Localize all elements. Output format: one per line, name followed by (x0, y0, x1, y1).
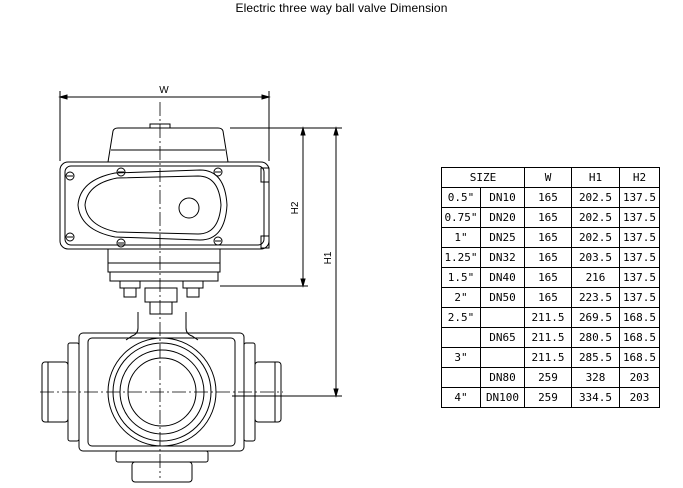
w-cell: 211.5 (524, 307, 572, 328)
h2-cell: 137.5 (619, 227, 660, 248)
valve-neck (125, 312, 199, 341)
size-cell: 2.5" (441, 307, 481, 328)
size-cell (441, 327, 481, 348)
table-header-row: SIZE W H1 H2 (441, 167, 660, 188)
h1-dimension (232, 126, 342, 398)
h2-dimension (220, 126, 308, 288)
size-cell: 3" (441, 347, 481, 368)
actuator-body (59, 161, 270, 250)
w-cell: 211.5 (524, 347, 572, 368)
h1-cell: 216 (571, 267, 620, 288)
h1-cell: 202.5 (571, 227, 620, 248)
h2-cell: 137.5 (619, 207, 660, 228)
h2-cell: 137.5 (619, 187, 660, 208)
header-size: SIZE (441, 167, 525, 188)
h1-cell: 202.5 (571, 207, 620, 228)
h2-cell: 168.5 (619, 327, 660, 348)
dn-cell (480, 347, 525, 368)
h2-cell: 137.5 (619, 247, 660, 268)
size-cell: 4" (441, 387, 481, 408)
dn-cell: DN50 (480, 287, 525, 308)
w-cell: 211.5 (524, 327, 572, 348)
h1-cell: 328 (571, 367, 620, 388)
h1-cell: 280.5 (571, 327, 620, 348)
actuator-top (107, 123, 229, 163)
w-cell: 259 (524, 367, 572, 388)
size-cell: 1.25" (441, 247, 481, 268)
h1-cell: 223.5 (571, 287, 620, 308)
h2-cell: 137.5 (619, 287, 660, 308)
w-label: W (159, 85, 169, 96)
header-h2: H2 (619, 167, 660, 188)
w-cell: 259 (524, 387, 572, 408)
size-cell: 0.75" (441, 207, 481, 228)
h1-cell: 203.5 (571, 247, 620, 268)
dn-cell: DN20 (480, 207, 525, 228)
page-title: Electric three way ball valve Dimension (235, 1, 448, 15)
valve-body (41, 332, 282, 483)
h1-cell: 285.5 (571, 347, 620, 368)
w-cell: 165 (524, 287, 572, 308)
h1-cell: 202.5 (571, 187, 620, 208)
dn-cell: DN32 (480, 247, 525, 268)
w-cell: 165 (524, 267, 572, 288)
size-cell: 0.5" (441, 187, 481, 208)
h2-cell: 137.5 (619, 267, 660, 288)
h2-cell: 203 (619, 387, 660, 408)
h2-label: H2 (290, 201, 301, 214)
h1-label: H1 (323, 251, 334, 264)
header-h1: H1 (571, 167, 620, 188)
dn-cell: DN80 (480, 367, 525, 388)
w-cell: 165 (524, 227, 572, 248)
size-cell: 1" (441, 227, 481, 248)
dn-cell: DN40 (480, 267, 525, 288)
size-cell: 1.5" (441, 267, 481, 288)
h2-cell: 203 (619, 367, 660, 388)
header-w: W (524, 167, 572, 188)
w-dimension (58, 91, 271, 161)
dn-cell (480, 307, 525, 328)
dn-cell: DN10 (480, 187, 525, 208)
actuator-base (107, 248, 221, 315)
size-cell (441, 367, 481, 388)
h2-cell: 168.5 (619, 347, 660, 368)
dn-cell: DN25 (480, 227, 525, 248)
w-cell: 165 (524, 247, 572, 268)
size-cell: 2" (441, 287, 481, 308)
w-cell: 165 (524, 187, 572, 208)
dn-cell: DN65 (480, 327, 525, 348)
h2-cell: 168.5 (619, 307, 660, 328)
h1-cell: 269.5 (571, 307, 620, 328)
h1-cell: 334.5 (571, 387, 620, 408)
dn-cell: DN100 (480, 387, 525, 408)
w-cell: 165 (524, 207, 572, 228)
